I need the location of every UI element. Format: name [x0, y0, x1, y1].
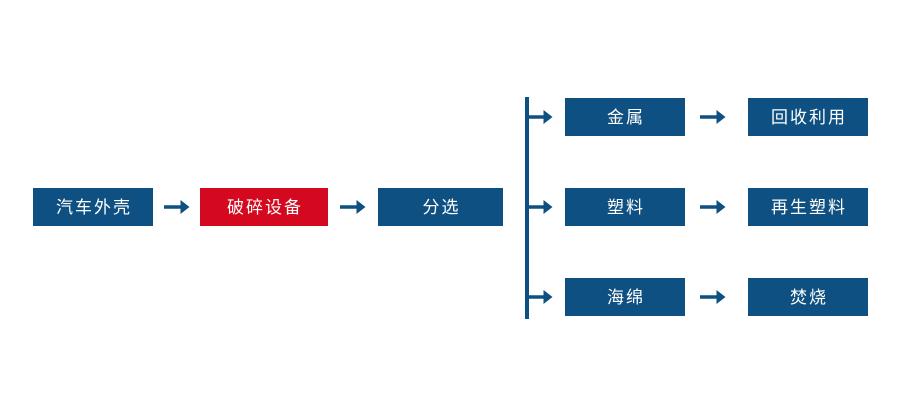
node-crusher-equipment[interactable]: 破碎设备: [200, 188, 328, 226]
node-sponge[interactable]: 海绵: [565, 278, 685, 316]
node-sorting[interactable]: 分选: [378, 188, 503, 226]
arrow-right-icon-crusher-to-sorting: [340, 196, 366, 218]
node-plastic-output-recycled-plastic[interactable]: 再生塑料: [748, 188, 868, 226]
branch-arrow-right-icon-metal: [527, 106, 553, 128]
node-input-car-shell[interactable]: 汽车外壳: [33, 188, 153, 226]
branch-arrow-right-icon-plastic: [527, 196, 553, 218]
arrow-right-icon-metal-to-output: [700, 106, 726, 128]
branch-arrow-right-icon-sponge: [527, 286, 553, 308]
node-metal[interactable]: 金属: [565, 98, 685, 136]
node-metal-output-recycle[interactable]: 回收利用: [748, 98, 868, 136]
arrow-right-icon-sponge-to-output: [700, 286, 726, 308]
node-plastic[interactable]: 塑料: [565, 188, 685, 226]
arrow-right-icon-input-to-crusher: [164, 196, 190, 218]
node-sponge-output-incineration[interactable]: 焚烧: [748, 278, 868, 316]
arrow-right-icon-plastic-to-output: [700, 196, 726, 218]
